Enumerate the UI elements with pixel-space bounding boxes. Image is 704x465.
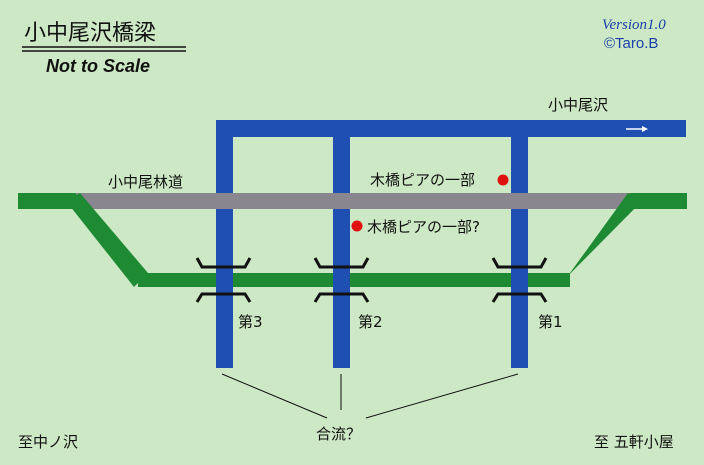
stream-3 (216, 120, 233, 368)
embankment-left-end (18, 193, 76, 209)
bridge2-upper-bracket (313, 257, 370, 269)
bridge-brackets (195, 257, 548, 303)
bridge2-lower-bracket (313, 292, 370, 303)
confluence-label: 合流？ (316, 425, 361, 443)
bridge3-lower-bracket (195, 292, 252, 303)
diagram-title: 小中尾沢橋梁 (24, 21, 156, 46)
version-label: Version1.0 (602, 17, 666, 33)
direction-right-label: 至 五軒小屋 (594, 433, 674, 451)
embankment-left-slope (66, 193, 148, 287)
bridge1-label: 第1 (538, 313, 563, 331)
river-label: 小中尾沢 (548, 96, 608, 114)
bridge3-label: 第3 (238, 313, 263, 331)
embankment-right-slope (557, 193, 642, 287)
bridge1-lower-bracket (491, 292, 548, 303)
pier-marker-1 (497, 174, 509, 186)
stream-2 (333, 120, 350, 368)
bridge1-upper-bracket (491, 257, 548, 269)
road-label: 小中尾林道 (108, 173, 183, 191)
flow-arrow-icon (626, 126, 648, 132)
rail-embankment (18, 193, 687, 287)
direction-left-label: 至中ノ沢 (18, 433, 78, 451)
embankment-bottom (138, 273, 570, 287)
scale-note: Not to Scale (46, 56, 150, 76)
pier-marker-2 (351, 220, 363, 232)
copyright-label: ©Taro.B (604, 35, 658, 52)
bridge2-label: 第2 (358, 313, 383, 331)
forest-road (18, 193, 687, 209)
stream-top-channel (216, 120, 686, 137)
pier-label-2: 木橋ピアの一部? (367, 218, 480, 236)
pier-label-1: 木橋ピアの一部 (370, 171, 475, 189)
stream-crossings (216, 273, 528, 287)
stream-1 (511, 120, 528, 368)
embankment-right-end (630, 193, 687, 209)
bridge3-upper-bracket (195, 257, 252, 269)
confluence-lines (221, 373, 519, 419)
stream-network (216, 120, 686, 368)
